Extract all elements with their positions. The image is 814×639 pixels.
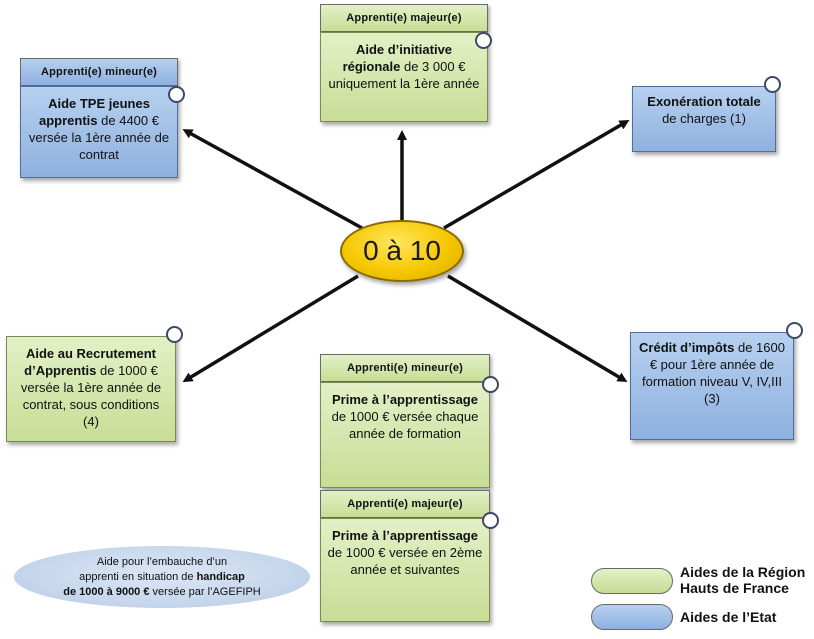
top-right-box-circle-icon	[764, 76, 781, 93]
top-left-box-circle-icon	[168, 86, 185, 103]
legend-swatch-region	[591, 568, 673, 594]
top-box-text: de 3 000 € uniquement la 1ère année	[328, 59, 480, 91]
legend-label-region: Aides de la Région Hauts de France	[680, 564, 806, 596]
center-label: 0 à 10	[363, 235, 441, 266]
bottom-box-2-text: de 1000 € versée en 2ème année et suivan…	[327, 545, 483, 577]
bottom-box-2-bold: Prime à l’apprentissage	[332, 528, 478, 543]
handicap-aid-ellipse: Aide pour l’embauche d’un apprenti en si…	[14, 546, 310, 608]
legend-swatch-etat	[591, 604, 673, 630]
right-box-text: de 1600 € pour 1ère année de formation n…	[642, 340, 785, 406]
center-employee-count: 0 à 10	[340, 220, 464, 282]
top-left-box-header: Apprenti(e) mineur(e)	[20, 58, 178, 86]
left-box-text: de 1000 € versée la 1ère année de contra…	[20, 363, 162, 429]
bottom-box-1-header: Apprenti(e) mineur(e)	[320, 354, 490, 382]
legend-label-etat: Aides de l’Etat	[680, 609, 777, 625]
right-box: Crédit d’impôts de 1600 € pour 1ère anné…	[630, 332, 794, 440]
handicap-line-3: de 1000 à 9000 € versée par l’AGEFIPH	[14, 585, 310, 600]
left-box: Aide au Recrutement d’Apprentis de 1000 …	[6, 336, 176, 442]
bottom-box-2: Prime à l’apprentissage de 1000 € versée…	[320, 518, 490, 622]
bottom-box-2-circle-icon	[482, 512, 499, 529]
top-box-bold: Aide d’initiative régionale	[342, 42, 453, 74]
right-box-circle-icon	[786, 322, 803, 339]
top-right-box-text: de charges (1)	[662, 111, 746, 126]
handicap-line-2-bold: handicap	[196, 570, 245, 583]
handicap-line-2-text: apprenti en situation de	[79, 570, 194, 583]
top-left-box-bold: Aide TPE jeunes apprentis	[39, 96, 150, 128]
left-box-circle-icon	[166, 326, 183, 343]
bottom-box-1: Prime à l’apprentissage de 1000 € versée…	[320, 382, 490, 488]
top-left-box: Aide TPE jeunes apprentis de 4400 € vers…	[20, 86, 178, 178]
top-box-circle-icon	[475, 32, 492, 49]
left-box-bold: Aide au Recrutement d’Apprentis	[24, 346, 157, 378]
top-right-box-bold: Exonération totale	[647, 94, 761, 109]
right-box-bold: Crédit d’impôts	[639, 340, 735, 355]
handicap-line-2: apprenti en situation de handicap	[14, 570, 310, 585]
arrow-top-right	[443, 119, 630, 230]
arrow-left	[182, 274, 359, 383]
arrow-top-left	[182, 129, 363, 230]
top-box: Aide d’initiative régionale de 3 000 € u…	[320, 32, 488, 122]
handicap-line-3-bold: de 1000 à 9000 €	[63, 585, 150, 598]
top-left-box-text: de 4400 € versée la 1ère année de contra…	[28, 113, 170, 162]
handicap-line-1: Aide pour l’embauche d’un	[96, 555, 228, 568]
bottom-box-2-header: Apprenti(e) majeur(e)	[320, 490, 490, 518]
bottom-box-1-circle-icon	[482, 376, 499, 393]
arrow-right	[447, 274, 628, 383]
bottom-box-1-text: de 1000 € versée chaque année de formati…	[331, 409, 479, 441]
top-box-header: Apprenti(e) majeur(e)	[320, 4, 488, 32]
top-right-box: Exonération totale de charges (1)	[632, 86, 776, 152]
bottom-box-1-bold: Prime à l’apprentissage	[332, 392, 478, 407]
handicap-line-3-text: versée par l’AGEFIPH	[152, 585, 261, 598]
